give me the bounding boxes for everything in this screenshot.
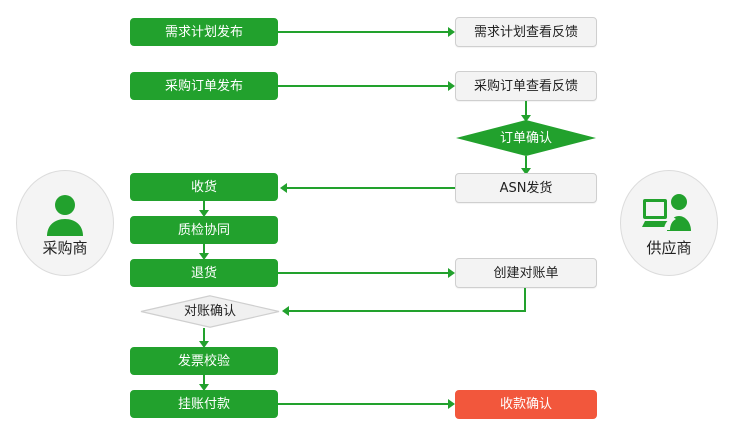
arrow-down-icon xyxy=(199,253,209,260)
node-pending-payment[interactable]: 挂账付款 xyxy=(130,390,278,418)
connector-asn-in xyxy=(525,156,527,171)
arrow-down-icon xyxy=(199,341,209,348)
node-statement-confirm[interactable]: 对账确认 xyxy=(140,295,280,328)
actor-buyer-label: 采购商 xyxy=(42,238,88,257)
connector-return-to-statement xyxy=(278,272,448,274)
node-label: 订单确认 xyxy=(499,130,552,146)
arrow-right-icon xyxy=(448,27,455,37)
actor-supplier: 供应商 xyxy=(620,170,718,276)
diamond-shape-icon xyxy=(456,120,596,156)
node-label: 收款确认 xyxy=(499,397,552,412)
connector-quality-to-return xyxy=(203,244,205,256)
diamond-shape-icon xyxy=(140,295,280,328)
arrow-down-icon xyxy=(199,384,209,391)
arrow-right-icon xyxy=(448,268,455,278)
connector-demand-plan xyxy=(278,31,448,33)
connector-statement-down xyxy=(524,288,526,312)
arrow-right-icon xyxy=(448,399,455,409)
arrow-down-icon xyxy=(521,115,531,122)
actor-supplier-label: 供应商 xyxy=(646,238,692,257)
connector-receive-to-quality xyxy=(203,201,205,213)
node-label: 采购订单查看反馈 xyxy=(473,78,578,94)
node-payment-received[interactable]: 收款确认 xyxy=(455,390,597,419)
node-label: 需求计划发布 xyxy=(164,24,243,40)
node-create-statement[interactable]: 创建对账单 xyxy=(455,258,597,288)
connector-statement-left xyxy=(289,310,526,312)
arrow-left-icon xyxy=(282,306,289,316)
node-quality-collab[interactable]: 质检协同 xyxy=(130,216,278,244)
connector-payment-to-received xyxy=(278,403,448,405)
actor-buyer: 采购商 xyxy=(16,170,114,276)
arrow-right-icon xyxy=(448,81,455,91)
node-label: 采购订单发布 xyxy=(164,78,243,94)
connector-asn-to-receive xyxy=(287,187,455,189)
node-demand-plan-feedback[interactable]: 需求计划查看反馈 xyxy=(455,17,597,47)
node-purchase-order-feedback[interactable]: 采购订单查看反馈 xyxy=(455,71,597,101)
node-purchase-order-publish[interactable]: 采购订单发布 xyxy=(130,72,278,100)
node-label: 挂账付款 xyxy=(177,396,230,412)
connector-purchase-order xyxy=(278,85,448,87)
node-asn-shipment[interactable]: ASN发货 xyxy=(455,173,597,203)
arrow-down-icon xyxy=(521,168,531,175)
connector-order-confirm-in xyxy=(525,101,527,118)
person-icon xyxy=(37,191,93,239)
node-label: ASN发货 xyxy=(499,180,553,196)
arrow-left-icon xyxy=(280,183,287,193)
node-return-goods[interactable]: 退货 xyxy=(130,259,278,287)
node-label: 质检协同 xyxy=(177,222,230,238)
node-label: 创建对账单 xyxy=(493,265,559,281)
node-demand-plan-publish[interactable]: 需求计划发布 xyxy=(130,18,278,46)
node-label: 需求计划查看反馈 xyxy=(473,24,578,40)
person-with-computer-icon xyxy=(641,191,697,239)
connector-confirm-to-invoice xyxy=(203,328,205,344)
node-receive-goods[interactable]: 收货 xyxy=(130,173,278,201)
arrow-down-icon xyxy=(199,210,209,217)
node-label: 发票校验 xyxy=(177,353,230,369)
node-order-confirm[interactable]: 订单确认 xyxy=(456,120,596,156)
node-invoice-check[interactable]: 发票校验 xyxy=(130,347,278,375)
node-label: 退货 xyxy=(190,265,217,281)
node-label: 对账确认 xyxy=(183,304,236,319)
node-label: 收货 xyxy=(190,179,217,195)
connector-invoice-to-payment xyxy=(203,375,205,387)
